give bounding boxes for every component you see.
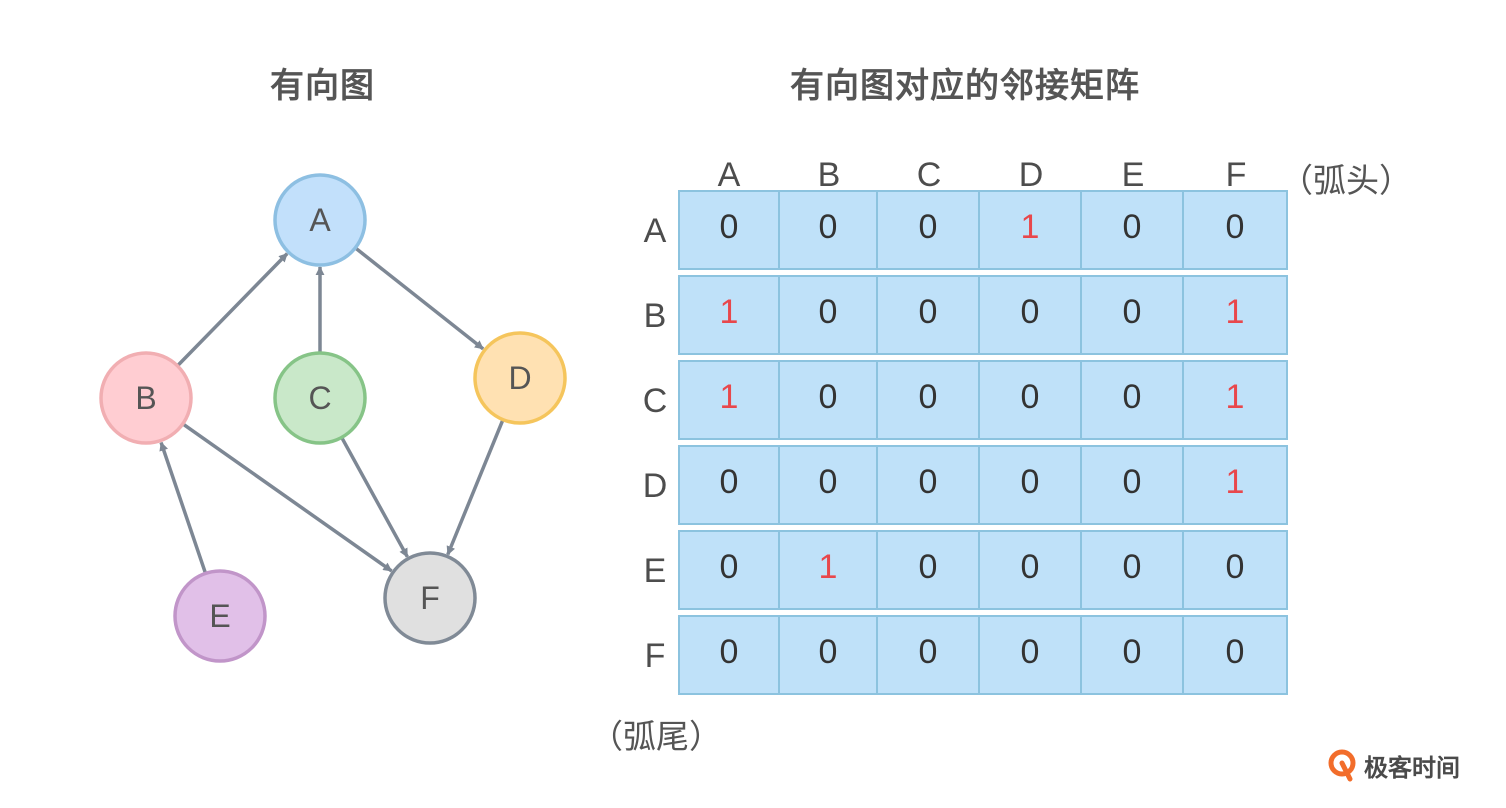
matrix-cell: 0 [878,192,980,268]
matrix-cell: 0 [1082,532,1184,608]
node-label: C [308,380,331,416]
column-header-f: F [1225,156,1247,194]
matrix-cell: 1 [780,532,878,608]
matrix-cell: 0 [1082,277,1184,353]
matrix-cell: 0 [980,277,1082,353]
edge-d-to-f [446,419,505,556]
row-header-a: A [643,212,667,250]
node-label: A [309,202,331,238]
node-label: E [209,598,230,634]
arc-tail-label: （弧尾） [590,717,722,756]
matrix-cell: 0 [1082,192,1184,268]
node-label: B [135,380,156,416]
row-header-c: C [642,382,668,420]
matrix-cell: 1 [1184,362,1286,438]
matrix-cell: 0 [980,362,1082,438]
node-label: D [508,360,531,396]
arc-head-label: （弧头） [1280,161,1412,200]
matrix-cell: 0 [980,447,1082,523]
row-header-b: B [643,297,667,335]
matrix-cell: 0 [1082,447,1184,523]
column-header-d: D [1018,156,1044,194]
node-circle [273,173,367,267]
node-circle [383,551,477,645]
edge-c-to-f [340,437,409,558]
node-circle [473,331,567,425]
row-header-f: F [644,637,666,675]
node-f: F [383,551,477,645]
matrix-cell: 0 [1082,362,1184,438]
node-b: B [99,351,193,445]
matrix-cell: 0 [680,192,780,268]
column-header-e: E [1121,156,1145,194]
node-a: A [273,173,367,267]
matrix-cell: 0 [680,447,780,523]
matrix-cell: 0 [780,617,878,693]
matrix-cell: 0 [980,617,1082,693]
row-header-e: E [643,552,667,590]
node-circle [173,569,267,663]
matrix-cell: 0 [1184,192,1286,268]
node-circle [99,351,193,445]
matrix-cell: 0 [780,192,878,268]
node-label: F [420,580,440,616]
column-header-a: A [717,156,741,194]
matrix-cell: 1 [980,192,1082,268]
edge-e-to-b [159,441,207,574]
edge-a-to-d [355,247,485,351]
matrix-cell: 1 [680,362,780,438]
matrix-cell: 0 [680,532,780,608]
brand-name: 极客时间 [1364,754,1460,782]
column-header-b: B [817,156,841,194]
node-d: D [473,331,567,425]
matrix-cell: 0 [680,617,780,693]
edge-b-to-a [176,252,289,367]
brand-logo: 极客时间 [1328,748,1460,783]
node-circle [273,351,367,445]
matrix-cell: 0 [980,532,1082,608]
node-c: C [273,351,367,445]
matrix-cell: 0 [878,617,980,693]
matrix-cell: 1 [680,277,780,353]
matrix-cell: 0 [878,277,980,353]
matrix-cell: 1 [1184,447,1286,523]
matrix-cell: 0 [780,277,878,353]
graph-title: 有向图 [270,66,375,106]
matrix-cell: 0 [780,447,878,523]
matrix-cell: 0 [1184,532,1286,608]
matrix-title: 有向图对应的邻接矩阵 [790,66,1140,106]
row-header-d: D [642,467,668,505]
matrix-cell: 1 [1184,277,1286,353]
geektime-logo-icon [1328,749,1356,781]
matrix-cell: 0 [1082,617,1184,693]
matrix-cell: 0 [1184,617,1286,693]
matrix-cell: 0 [780,362,878,438]
matrix-cell: 0 [878,447,980,523]
matrix-cell: 0 [878,362,980,438]
column-header-c: C [916,156,942,194]
edge-b-to-f [182,423,393,573]
matrix-cell: 0 [878,532,980,608]
node-e: E [173,569,267,663]
directed-graph: A B C D E F [99,173,567,663]
